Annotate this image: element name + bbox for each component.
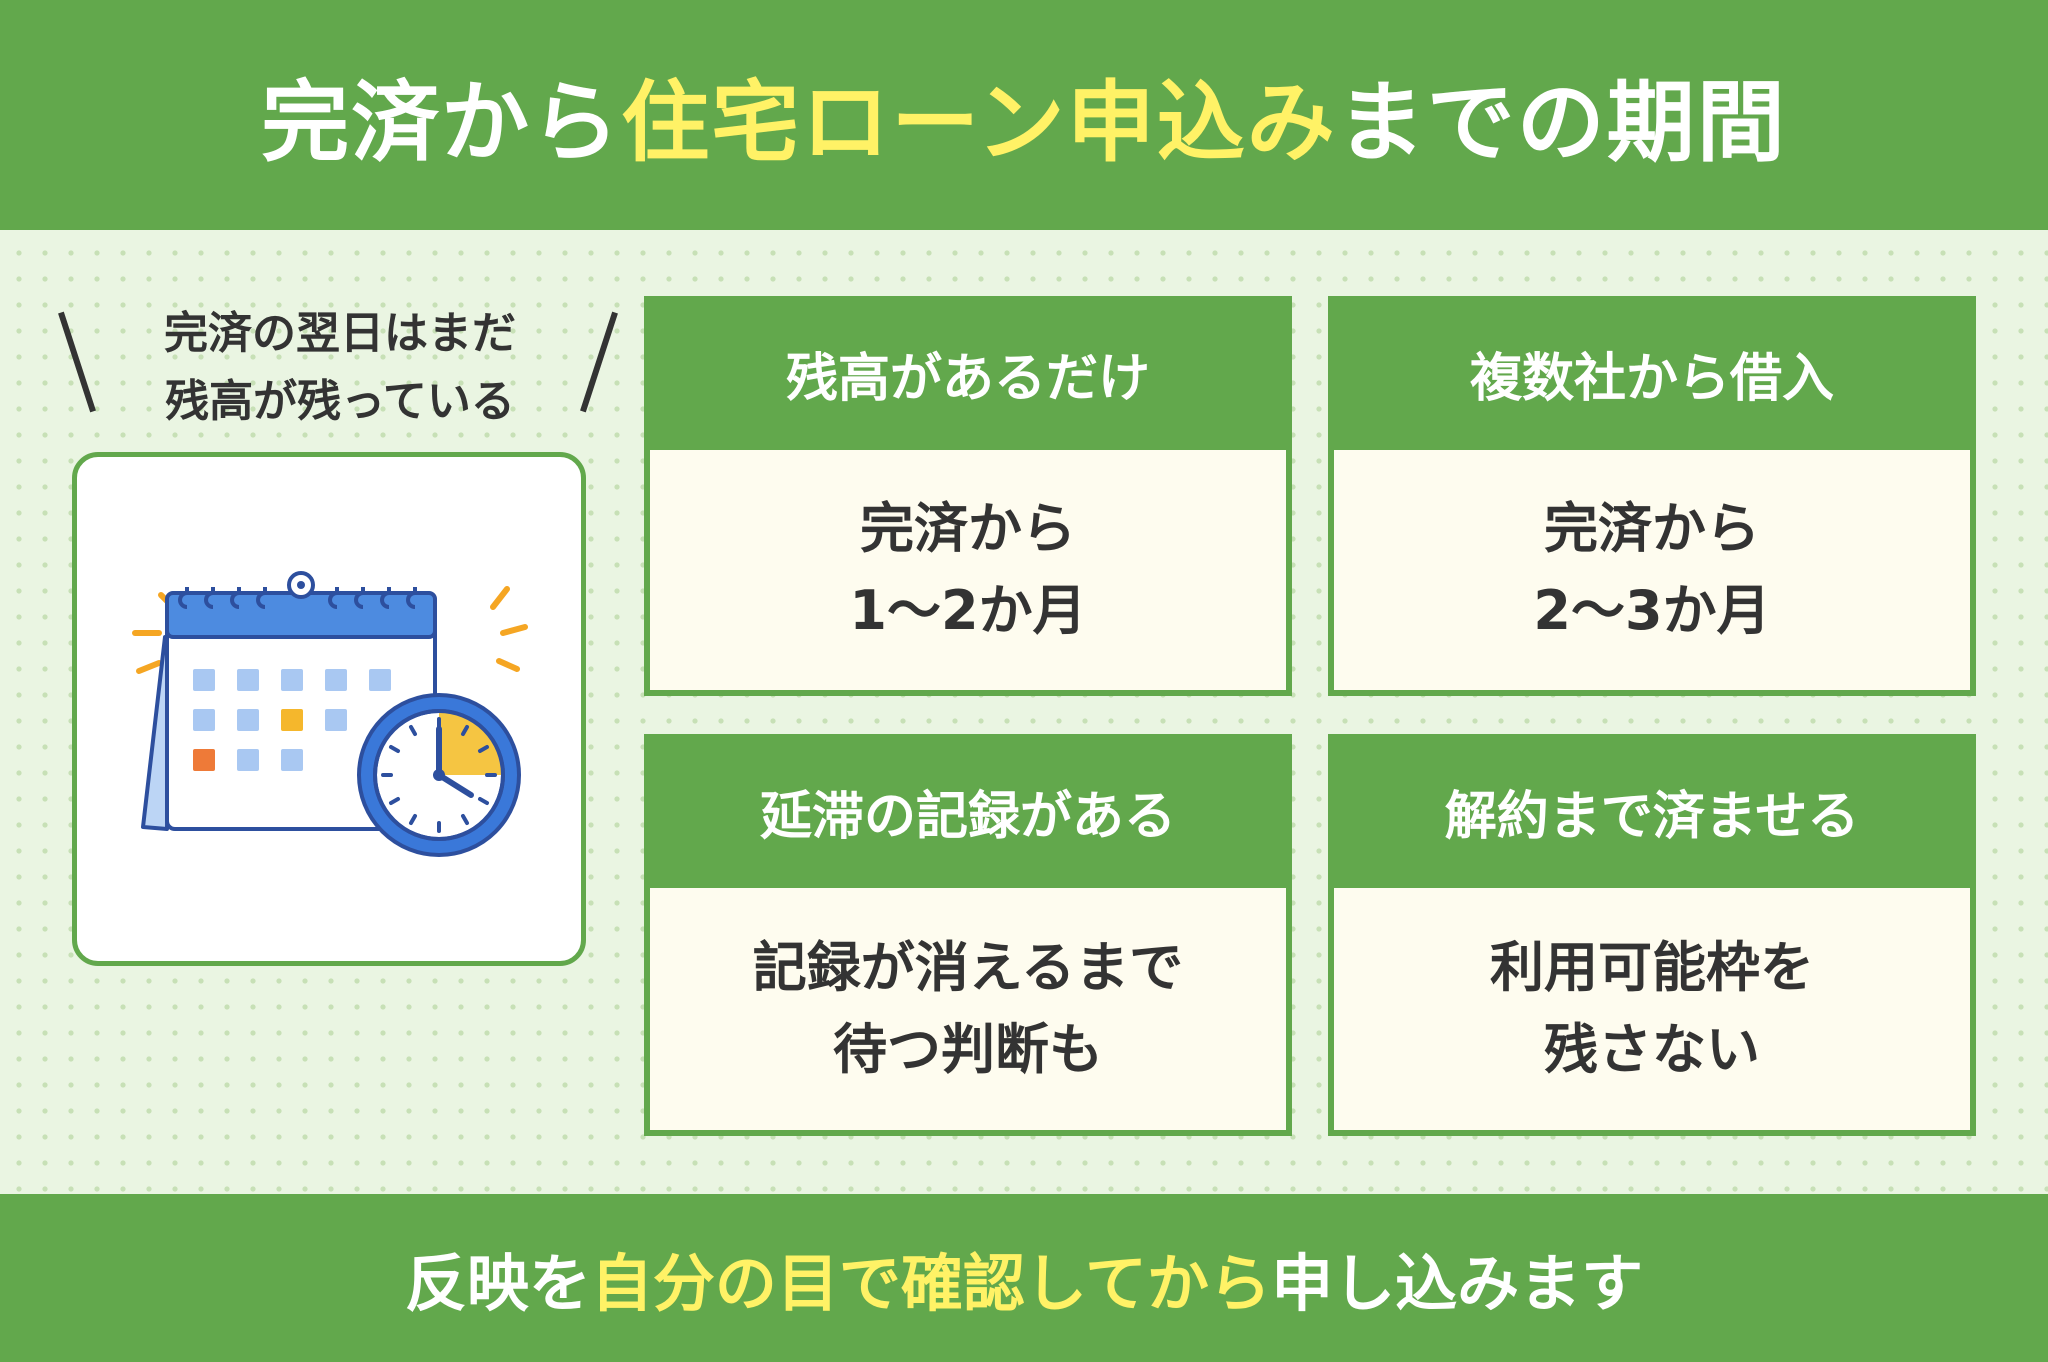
title-part1: 完済から (261, 70, 622, 174)
card-body: 記録が消えるまで 待つ判断も (650, 888, 1286, 1130)
card-line2: 1〜2か月 (849, 579, 1087, 642)
clock-icon (357, 693, 521, 857)
illustration-box (72, 452, 586, 966)
card-body: 利用可能枠を 残さない (1334, 888, 1970, 1130)
callout-text: 完済の翌日はまだ 残高が残っている (50, 300, 630, 436)
callout-line1: 完済の翌日はまだ (164, 308, 516, 359)
card-line1: 完済から (1544, 497, 1760, 560)
card-title: 延滞の記録がある (759, 786, 1176, 847)
footer-part2: 申し込みます (1271, 1247, 1644, 1320)
title-part2: までの期間 (1336, 70, 1787, 174)
page-title: 完済から住宅ローン申込みまでの期間 (261, 52, 1787, 179)
card-multiple-lenders: 複数社から借入 完済から 2〜3か月 (1328, 296, 1976, 696)
card-title: 解約まで済ませる (1444, 786, 1860, 847)
callout-line2: 残高が残っている (165, 376, 515, 427)
footer-banner: 反映を自分の目で確認してから申し込みます (0, 1194, 2048, 1362)
footer-message: 反映を自分の目で確認してから申し込みます (405, 1233, 1643, 1323)
card-line2: 待つ判断も (833, 1018, 1103, 1081)
card-body: 完済から 2〜3か月 (1334, 450, 1970, 690)
card-balance-only: 残高があるだけ 完済から 1〜2か月 (644, 296, 1292, 696)
header-banner: 完済から住宅ローン申込みまでの期間 (0, 0, 2048, 230)
calendar-clock-illustration (132, 571, 528, 857)
card-line1: 記録が消えるまで (752, 936, 1184, 999)
card-cancel-account: 解約まで済ませる 利用可能枠を 残さない (1328, 734, 1976, 1136)
sparkle-right-icon (490, 586, 528, 672)
footer-highlight: 自分の目で確認してから (590, 1247, 1272, 1320)
footer-part1: 反映を (404, 1247, 591, 1320)
card-line1: 完済から (860, 497, 1076, 560)
card-line1: 利用可能枠を (1490, 936, 1814, 999)
card-title: 残高があるだけ (785, 348, 1150, 409)
card-delinquency-record: 延滞の記録がある 記録が消えるまで 待つ判断も (644, 734, 1292, 1136)
card-line2: 残さない (1544, 1018, 1760, 1081)
card-title: 複数社から借入 (1469, 348, 1834, 409)
callout: 完済の翌日はまだ 残高が残っている (50, 292, 630, 432)
card-line2: 2〜3か月 (1533, 579, 1771, 642)
card-body: 完済から 1〜2か月 (650, 450, 1286, 690)
title-highlight: 住宅ローン申込み (621, 70, 1337, 174)
